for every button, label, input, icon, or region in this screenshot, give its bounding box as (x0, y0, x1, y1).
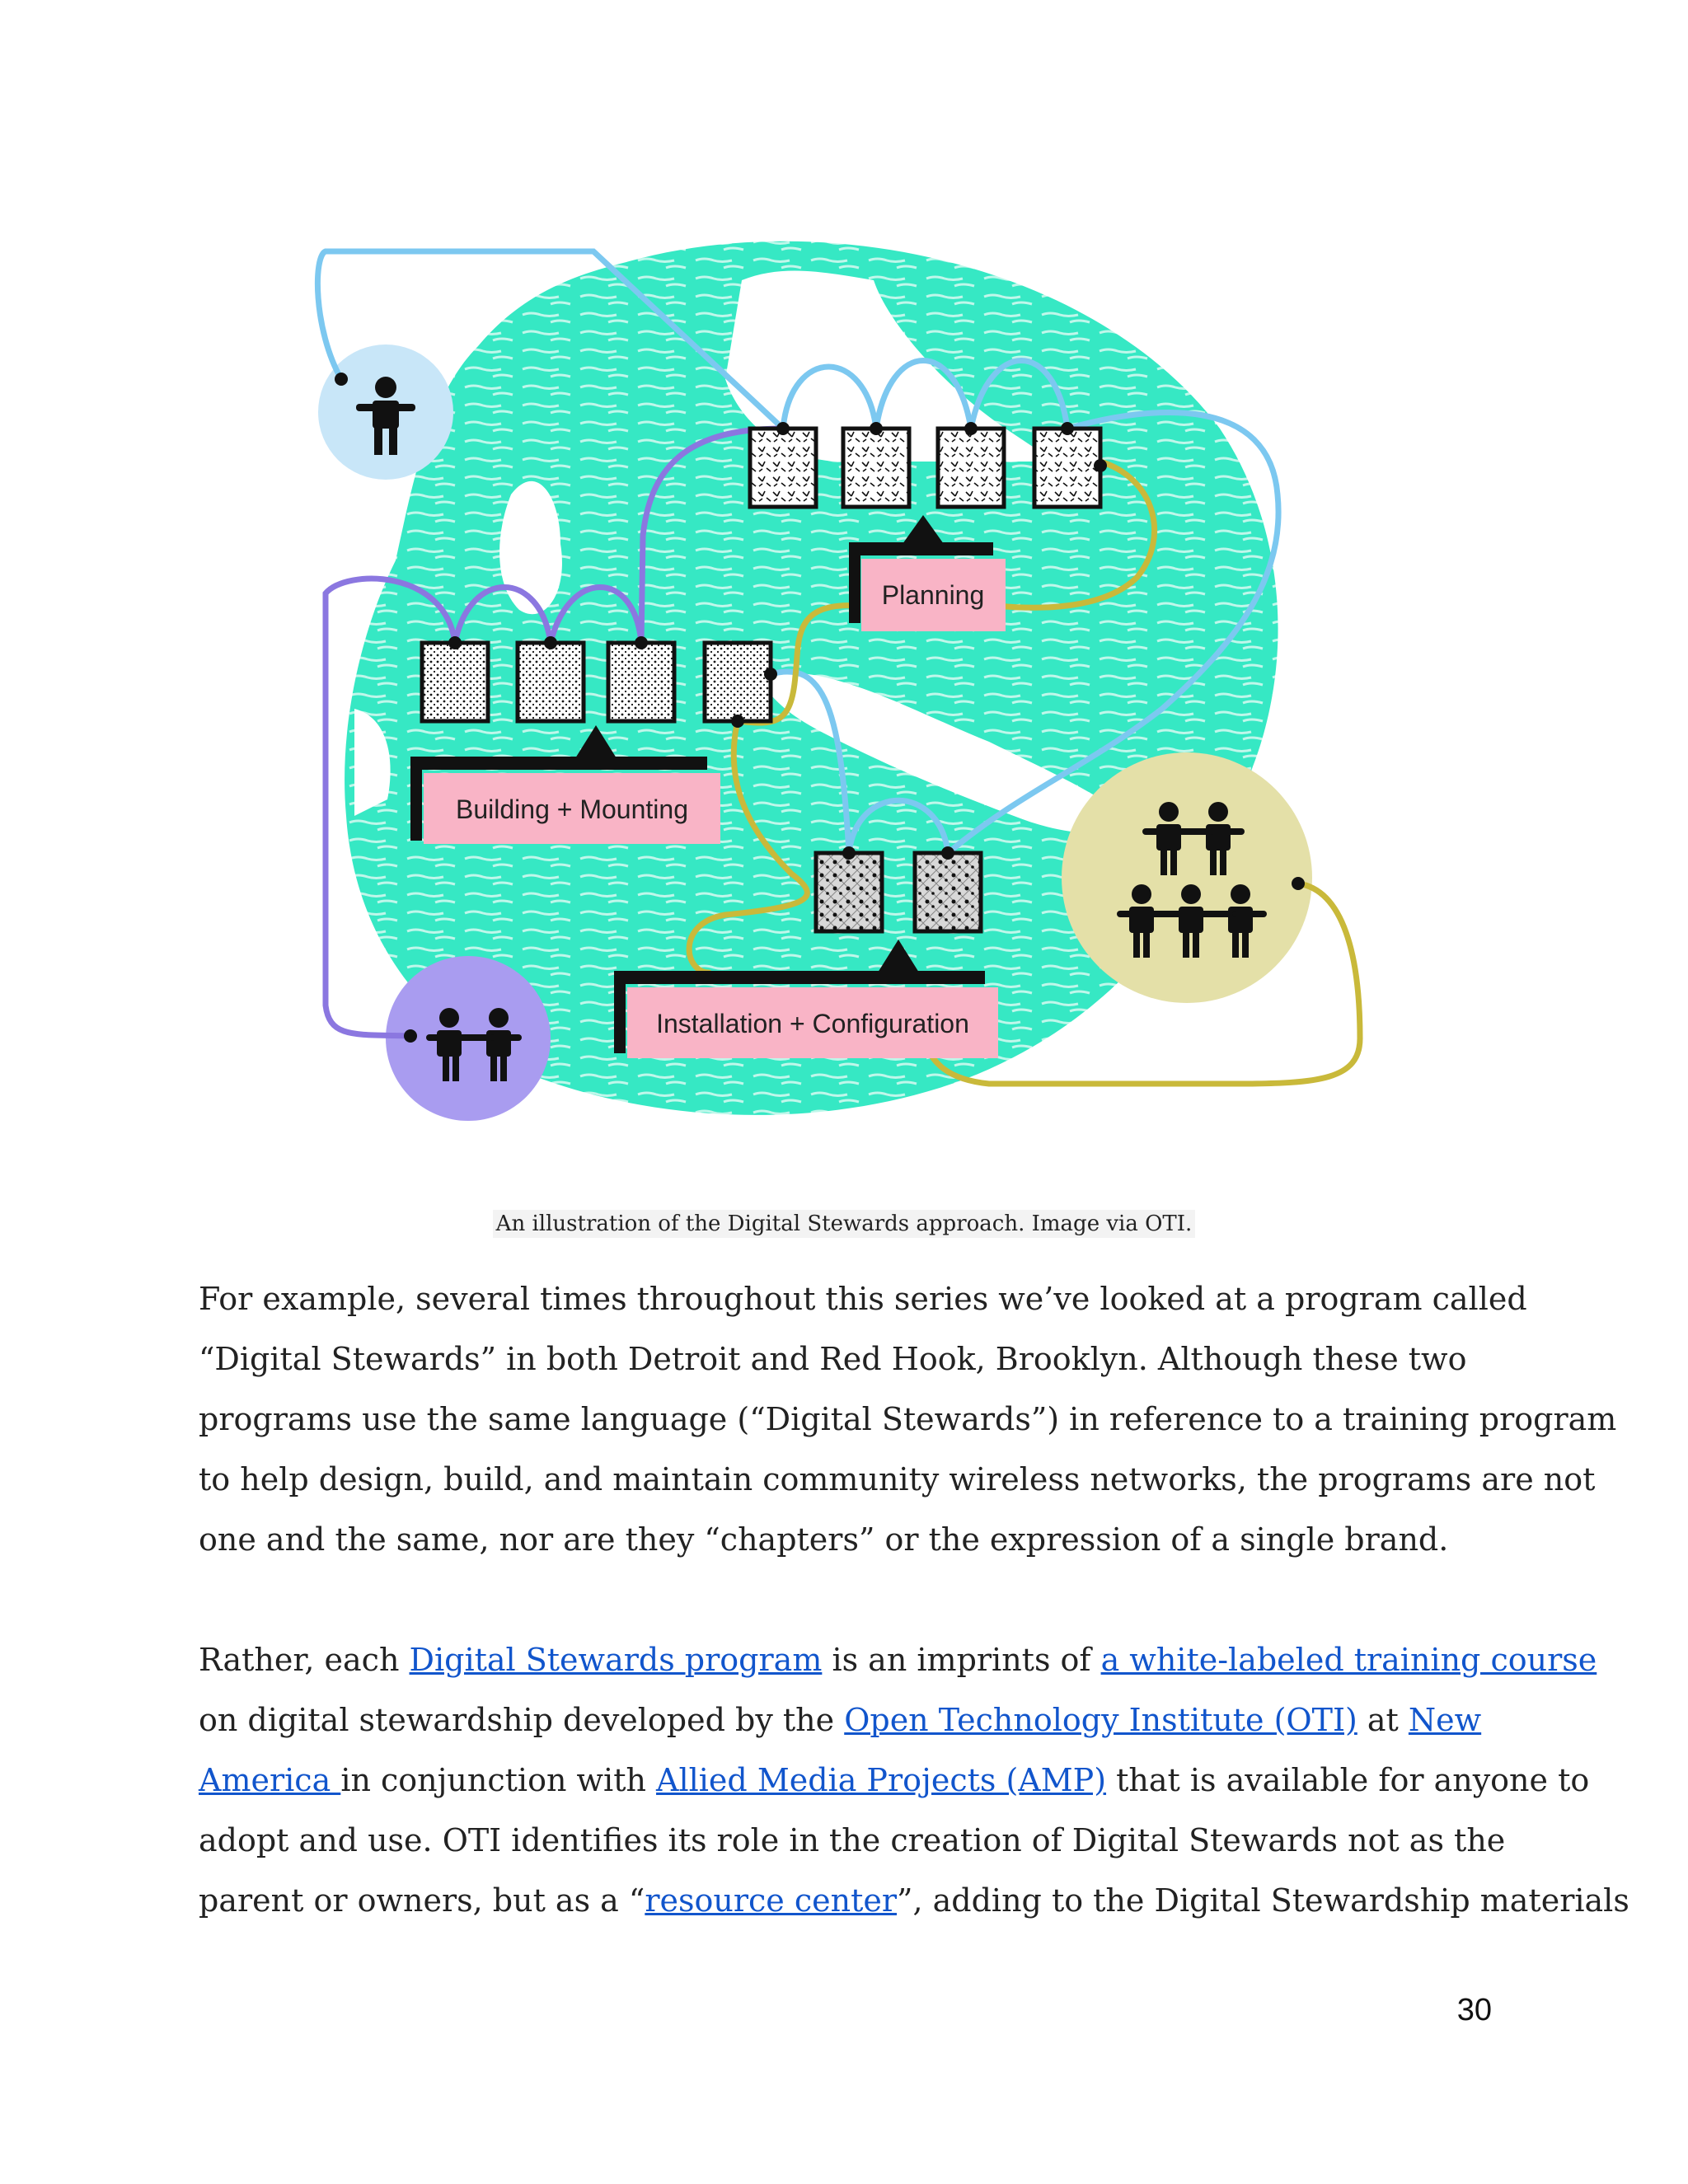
paragraph-2: Rather, each Digital Stewards program is… (199, 1630, 1629, 1931)
paragraph-1-line: to help design, build, and maintain comm… (199, 1461, 1596, 1497)
paragraph-1-line: programs use the same language (“Digital… (199, 1401, 1617, 1437)
install-box-2 (912, 851, 983, 934)
paragraph-2-line: on digital stewardship developed by the … (199, 1702, 1482, 1738)
link-new-america-cont[interactable]: America (199, 1762, 341, 1798)
planning-box-4 (1032, 426, 1103, 509)
paragraph-1: For example, several times throughout th… (199, 1269, 1617, 1570)
person-icons (356, 377, 1267, 1081)
paragraph-2-line: parent or owners, but as a “resource cen… (199, 1882, 1629, 1919)
building-box-4 (702, 640, 773, 724)
people-circle-olive (1062, 752, 1312, 1003)
paragraph-2-line: Rather, each Digital Stewards program is… (199, 1642, 1597, 1678)
building-box-3 (606, 640, 677, 724)
installation-label: Installation + Configuration (656, 1009, 969, 1038)
building-box-1 (420, 640, 490, 724)
link-resource-center[interactable]: resource center (645, 1882, 898, 1919)
install-box-1 (814, 851, 884, 934)
page-number: 30 (1456, 1993, 1492, 2027)
paragraph-1-line: For example, several times throughout th… (199, 1281, 1527, 1317)
link-open-technology-institute[interactable]: Open Technology Institute (OTI) (844, 1702, 1357, 1738)
building-label-box (424, 773, 720, 844)
link-digital-stewards-program[interactable]: Digital Stewards program (409, 1642, 823, 1678)
paragraph-1-line: “Digital Stewards” in both Detroit and R… (199, 1341, 1467, 1377)
building-box-2 (515, 640, 586, 724)
planning-box-2 (841, 426, 912, 509)
digital-stewards-illustration: Planning Building + Mounting Installatio… (314, 241, 1363, 1121)
link-new-america[interactable]: New (1408, 1702, 1482, 1738)
planning-box-3 (935, 426, 1006, 509)
paragraph-1-line: one and the same, nor are they “chapters… (199, 1521, 1449, 1558)
link-allied-media-projects[interactable]: Allied Media Projects (AMP) (656, 1762, 1107, 1798)
paragraph-2-line: adopt and use. OTI identifies its role i… (199, 1822, 1506, 1858)
building-label: Building + Mounting (456, 794, 688, 824)
figure-caption: An illustration of the Digital Stewards … (0, 1210, 1688, 1238)
link-white-labeled-course[interactable]: a white-labeled training course (1100, 1642, 1597, 1678)
installation-label-box (627, 987, 998, 1058)
planning-label-box (861, 559, 1006, 631)
planning-box-1 (748, 426, 818, 509)
planning-label: Planning (882, 580, 985, 610)
paragraph-2-line: America in conjunction with Allied Media… (199, 1762, 1590, 1798)
